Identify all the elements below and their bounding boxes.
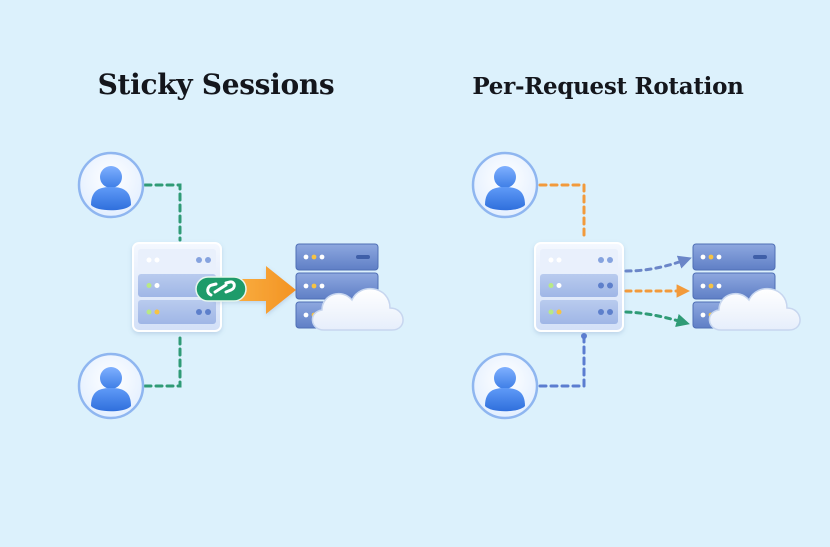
sticky-user-top-icon — [77, 151, 145, 219]
sticky-user-bottom-icon — [77, 352, 145, 420]
per-request-rotation-title: Per-Request Rotation — [472, 73, 744, 100]
rotation-proxy-server-icon — [535, 243, 623, 331]
rotation-connector-top — [538, 183, 586, 242]
sticky-orange-arrow — [214, 266, 296, 314]
rotation-connector-bottom — [538, 333, 587, 388]
chain-link-icon — [195, 276, 247, 302]
rotation-arrow-1 — [624, 255, 692, 273]
rotation-user-bottom-icon — [471, 352, 539, 420]
rotation-user-top-icon — [471, 151, 539, 219]
sticky-connector-top — [143, 183, 182, 242]
sticky-sessions-title: Sticky Sessions — [97, 68, 335, 101]
rotation-arrow-3 — [624, 310, 690, 327]
sticky-connector-bottom — [143, 332, 182, 388]
